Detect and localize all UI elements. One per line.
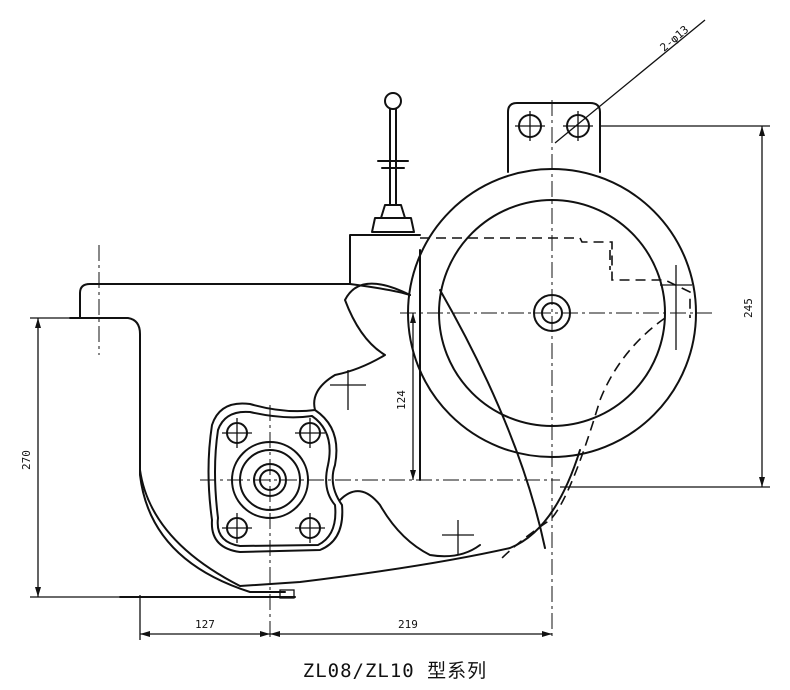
dim-270-label: 270: [20, 450, 33, 470]
center-lines: [98, 100, 712, 640]
hidden-lines: [420, 237, 691, 561]
dimension-lines: [30, 125, 770, 640]
mounting-bracket: [507, 102, 601, 173]
hole-spec-label: 2-φ13: [658, 23, 692, 54]
hole-leader: [554, 19, 706, 144]
dim-245-label: 245: [742, 298, 755, 318]
dim-219-label: 219: [398, 618, 418, 631]
bolt-flange: [207, 402, 344, 553]
dim-127-label: 127: [195, 618, 215, 631]
port-outline: [313, 282, 481, 558]
housing-outline: [69, 234, 581, 599]
lever-handle: [371, 92, 415, 233]
technical-drawing: 2-φ13: [20, 19, 770, 640]
dim-124-label: 124: [395, 390, 408, 410]
drawing-caption: ZL08/ZL10 型系列: [302, 660, 488, 682]
